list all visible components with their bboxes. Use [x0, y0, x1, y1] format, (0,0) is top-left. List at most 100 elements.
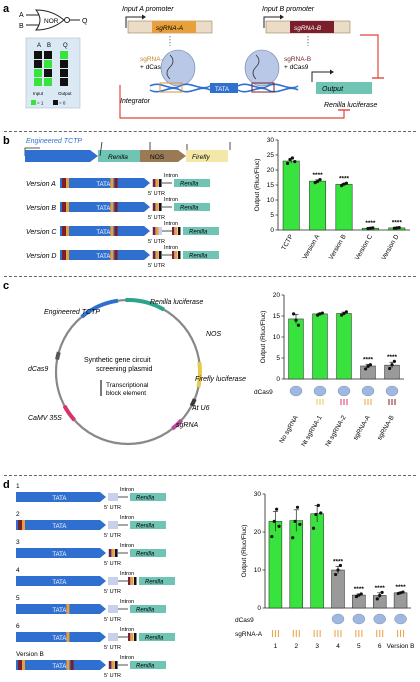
bar: [336, 313, 352, 380]
tctp-construct: [24, 141, 231, 162]
data-point: [293, 519, 297, 523]
renilla-block: [130, 605, 166, 613]
bar: [331, 569, 345, 609]
dcas9-icon: [394, 613, 407, 625]
significance-label: ****: [375, 585, 386, 592]
truth-cell-1-0: [34, 60, 42, 68]
y-tick-label: 25: [267, 152, 275, 159]
block-element-legend-2: block element: [106, 390, 146, 397]
seg-nos: NOS: [206, 331, 222, 338]
x-tick-label: Nt sgRNA-1: [300, 414, 324, 448]
seg-u6: At U6: [191, 405, 210, 412]
data-point: [392, 226, 396, 230]
operator-b-mid: [70, 660, 74, 670]
intron-label: Intron: [120, 515, 134, 521]
utr-site: [153, 179, 156, 187]
intron-site: [175, 227, 178, 235]
utr-site: [156, 251, 159, 259]
renilla-label: Renilla: [180, 206, 199, 212]
tata-label: TATA: [52, 496, 66, 502]
data-point: [334, 572, 338, 577]
operator-b-site: [18, 520, 22, 530]
renilla-label: Renilla: [136, 608, 155, 614]
bar: [268, 521, 283, 609]
complex-a-label-2: + dCas9: [140, 64, 165, 71]
input-b-promoter-label: Input B promoter: [262, 6, 315, 13]
y-tick-label: 20: [254, 529, 262, 536]
truth-cell-0-0: [34, 51, 42, 59]
row-label: 3: [16, 539, 20, 546]
tata-label: TATA: [52, 580, 66, 586]
renilla-block: [139, 577, 175, 585]
truth-table-cells: [34, 51, 68, 86]
data-point: [366, 364, 370, 368]
nos-label: NOS: [150, 154, 165, 161]
tata-promoter-arrow: [16, 660, 106, 670]
operator-a-site: [22, 520, 25, 530]
output-promoter-arrow: [311, 71, 330, 82]
y-tick-label: 10: [267, 197, 275, 204]
utr-site: [156, 203, 159, 211]
renilla-block: [130, 549, 166, 557]
gate-output: Q: [82, 18, 88, 25]
truth-header-a: A: [37, 43, 41, 49]
truth-cell-2-1: [44, 69, 52, 77]
tata-promoter-arrow: [60, 202, 150, 212]
operator-a-site: [66, 250, 69, 260]
dcas9-icon: [373, 613, 386, 625]
row-label: 5: [16, 595, 20, 602]
legend-one: = 1: [37, 101, 44, 106]
x-tick-label: Version D: [380, 233, 400, 261]
renilla-block: [183, 251, 219, 259]
significance-label: ****: [365, 220, 376, 227]
data-point: [319, 511, 323, 515]
x-tick-label: 6: [378, 643, 382, 650]
sgrna-a-label: sgRNA-A: [156, 25, 183, 32]
data-point: [275, 507, 279, 511]
sgrna-b-label: sgRNA-B: [294, 25, 322, 32]
utr-site: [109, 661, 112, 669]
truth-cell-2-0: [34, 69, 42, 77]
utr-label: 5′ UTR: [104, 617, 121, 623]
divider-a-b: [4, 131, 416, 132]
utr-label: 5′ UTR: [104, 589, 121, 595]
y-axis-label: Output (Rluc/Fluc): [260, 311, 267, 364]
divider-c-d: [4, 475, 416, 476]
intron-site: [134, 577, 137, 585]
data-point: [357, 593, 361, 597]
truth-cell-3-2: [60, 78, 68, 86]
tata-promoter-arrow: [60, 250, 150, 260]
panel-c-letter: c: [3, 280, 9, 292]
bar: [282, 160, 300, 231]
version-label: Version B: [26, 205, 56, 212]
renilla-block: [183, 227, 219, 235]
significance-label: ****: [392, 220, 403, 227]
dcas9-icon: [337, 385, 351, 397]
bar: [289, 520, 304, 609]
bar: [312, 313, 328, 380]
data-point: [291, 536, 295, 540]
utr-site: [153, 227, 156, 235]
x-tick-label: Version C: [354, 233, 374, 261]
utr-block: [108, 605, 118, 613]
data-point: [270, 534, 274, 539]
x-tick-label: 1: [274, 643, 278, 650]
complex-b-label: sgRNA-B: [284, 56, 311, 63]
repression-line-a: [119, 85, 345, 119]
y-axis-label: Output (Rluc/Fluc): [254, 159, 261, 212]
renilla-block: [130, 521, 166, 529]
dcas9-icon: [352, 613, 366, 625]
integrator-label: Integrator: [120, 98, 151, 105]
utr-block: [108, 577, 118, 585]
intron-label: Intron: [120, 599, 134, 605]
y-tick-label: 0: [257, 605, 261, 612]
data-point: [378, 593, 382, 598]
intron-site: [131, 577, 134, 585]
data-point: [359, 592, 363, 596]
utr-site: [159, 251, 162, 259]
intron-site: [131, 633, 134, 641]
operator-a-mid: [66, 604, 70, 614]
tata-promoter-arrow: [60, 226, 150, 236]
